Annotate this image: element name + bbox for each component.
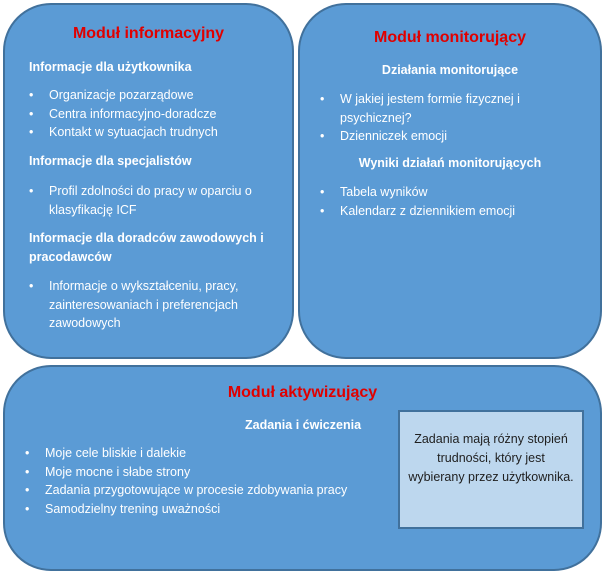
list-item: Profil zdolności do pracy w oparciu o kl…: [29, 182, 281, 219]
monitor-module-title: Moduł monitorujący: [374, 29, 526, 46]
section-heading: Informacje dla doradców zawodowych i pra…: [29, 231, 264, 264]
section-heading: Informacje dla użytkownika: [29, 60, 192, 74]
info-module: Moduł informacyjny Informacje dla użytko…: [3, 3, 294, 359]
list-item: W jakiej jestem formie fizycznej i psych…: [320, 90, 550, 127]
list: Tabela wyników Kalendarz z dziennikiem e…: [320, 183, 570, 220]
list-item: Tabela wyników: [320, 183, 570, 202]
section-heading: Informacje dla specjalistów: [29, 154, 192, 168]
section-heading: Zadania i ćwiczenia: [245, 418, 362, 432]
activation-module-title: Moduł aktywizujący: [227, 384, 378, 401]
info-module-title: Moduł informacyjny: [72, 25, 225, 42]
list: W jakiej jestem formie fizycznej i psych…: [320, 90, 550, 146]
list-item: Zadania przygotowujące w procesie zdobyw…: [25, 481, 385, 500]
monitor-module: Moduł monitorujący Działania monitorując…: [298, 3, 602, 359]
list: Organizacje pozarządowe Centra informacy…: [29, 86, 279, 142]
list-item: Samodzielny trening uważności: [25, 500, 385, 519]
list-item: Organizacje pozarządowe: [29, 86, 279, 105]
list: Moje cele bliskie i dalekie Moje mocne i…: [25, 444, 385, 518]
list-item: Moje mocne i słabe strony: [25, 463, 385, 482]
list-item: Kontakt w sytuacjach trudnych: [29, 123, 279, 142]
list: Informacje o wykształceniu, pracy, zaint…: [29, 277, 259, 333]
list-item: Centra informacyjno-doradcze: [29, 105, 279, 124]
list-item: Informacje o wykształceniu, pracy, zaint…: [29, 277, 259, 333]
list-item: Moje cele bliskie i dalekie: [25, 444, 385, 463]
section-heading: Wyniki działań monitorujących: [358, 156, 542, 170]
difficulty-note: Zadania mają różny stopień trudności, kt…: [398, 410, 584, 529]
section-heading: Działania monitorujące: [381, 63, 519, 77]
list-item: Kalendarz z dziennikiem emocji: [320, 202, 570, 221]
list: Profil zdolności do pracy w oparciu o kl…: [29, 182, 281, 219]
list-item: Dzienniczek emocji: [320, 127, 550, 146]
